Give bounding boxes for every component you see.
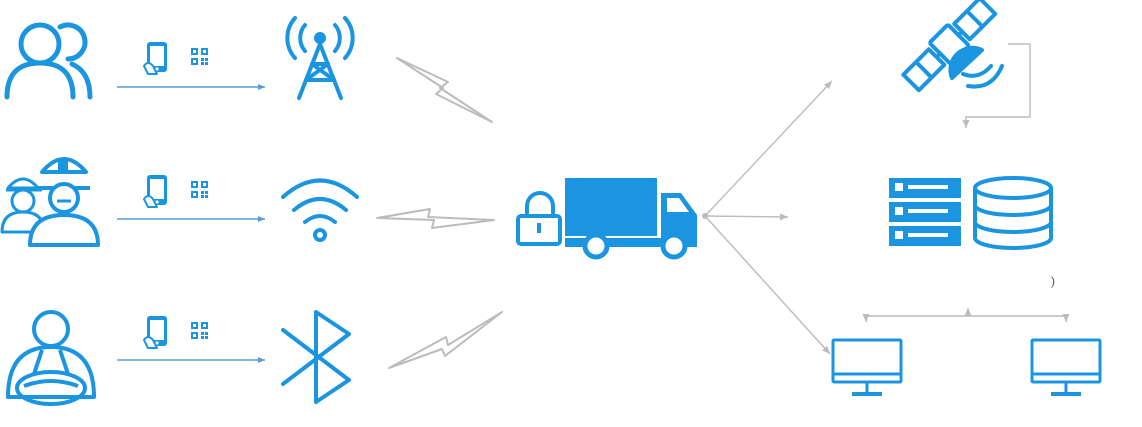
monitor-icon <box>1030 338 1102 396</box>
padlock-icon <box>516 191 562 246</box>
server-icon <box>889 178 961 246</box>
smartphone-icon <box>143 315 209 349</box>
cell-tower-icon <box>285 16 355 100</box>
wireless-link-icon <box>388 311 503 369</box>
satellite-icon <box>901 0 1004 93</box>
arrow-to-monitor <box>704 215 831 355</box>
workers-icon <box>0 157 100 247</box>
driver-icon <box>6 310 96 406</box>
wireless-link-icon <box>396 57 493 123</box>
stray-text: ) <box>1051 274 1055 288</box>
database-icon <box>973 176 1053 250</box>
arrow-satellite-to-server <box>962 43 1031 128</box>
arrow-to-satellite <box>704 80 833 217</box>
bluetooth-icon <box>281 310 351 404</box>
wifi-icon <box>281 178 359 242</box>
smartphone-icon <box>143 174 209 208</box>
person-icon <box>4 22 93 100</box>
arrow-to-server <box>704 213 789 221</box>
smartphone-icon <box>143 41 209 75</box>
truck-icon <box>565 178 697 260</box>
monitor-icon <box>831 338 903 396</box>
wireless-link-icon <box>376 208 495 229</box>
